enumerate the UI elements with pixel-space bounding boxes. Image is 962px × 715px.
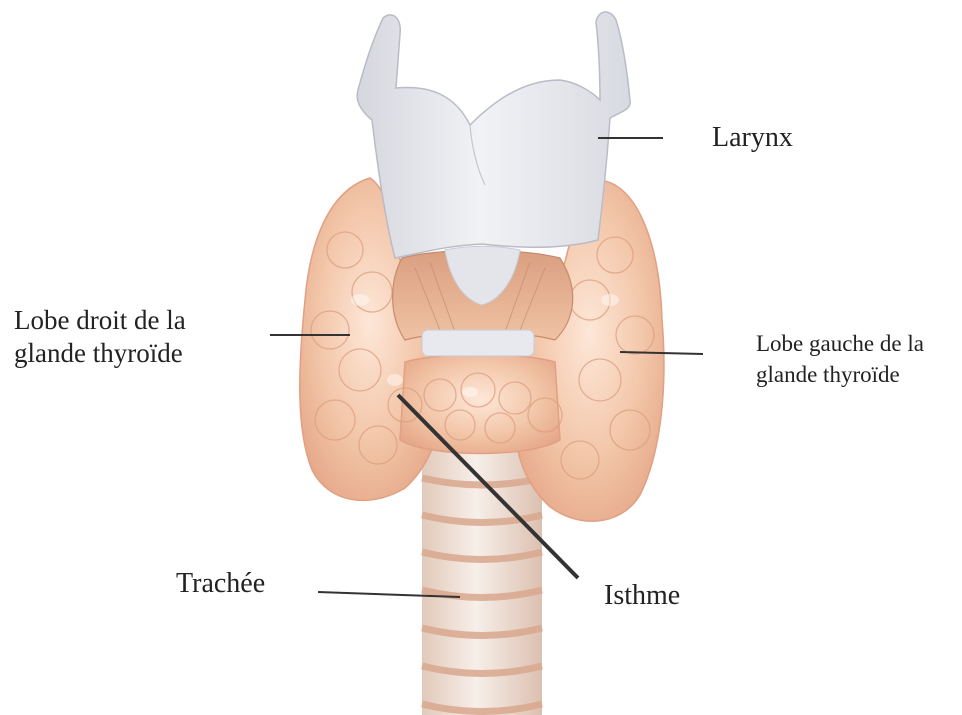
label-larynx: Larynx [712, 122, 793, 154]
label-lobe-droit-line1: Lobe droit de la [14, 304, 186, 337]
label-lobe-droit-line2: glande thyroïde [14, 337, 186, 370]
isthmus [400, 355, 560, 454]
label-lobe-gauche: Lobe gauche de la glande thyroïde [756, 328, 924, 390]
label-lobe-droit: Lobe droit de la glande thyroïde [14, 304, 186, 370]
label-lobe-gauche-line2: glande thyroïde [756, 359, 924, 390]
larynx [357, 12, 630, 258]
label-isthme: Isthme [604, 580, 680, 612]
label-trachee: Trachée [176, 568, 265, 600]
label-lobe-gauche-line1: Lobe gauche de la [756, 328, 924, 359]
